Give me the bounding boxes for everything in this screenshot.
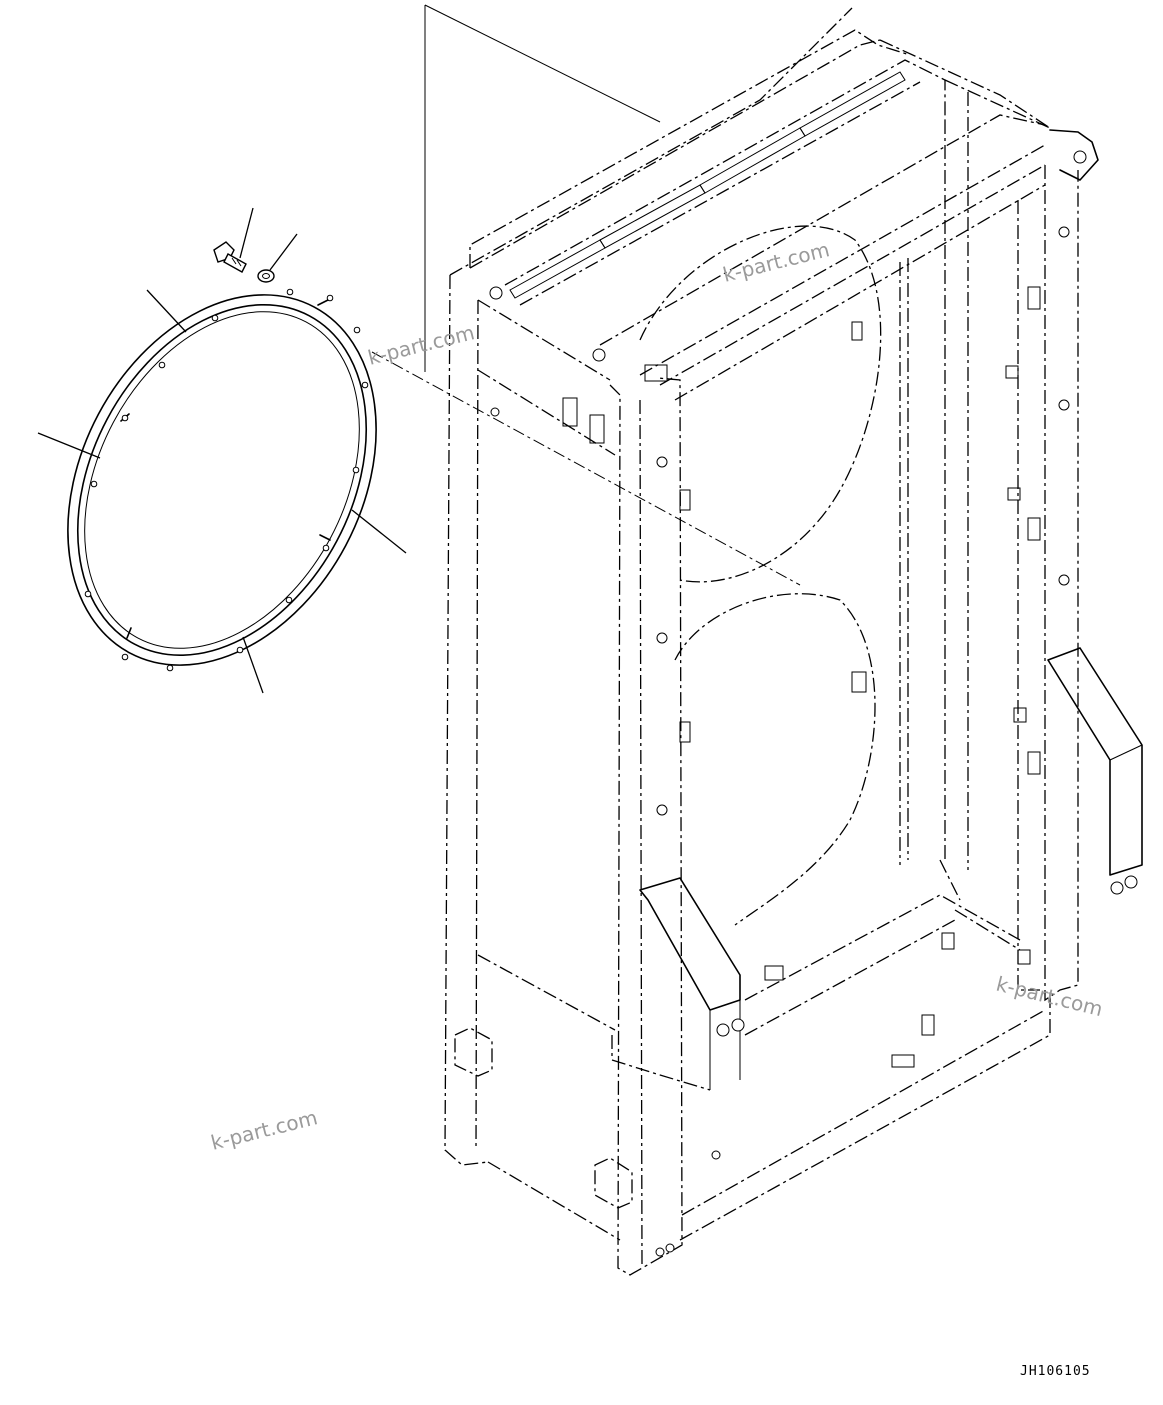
- part-code-label: JH106105: [1020, 1364, 1091, 1379]
- washer-icon: [257, 269, 275, 283]
- watermark-4: k-part.com: [208, 1105, 319, 1155]
- top-grille: [509, 71, 906, 299]
- bolt-icon: [213, 241, 247, 273]
- radiator-guard-frame: [444, 7, 1143, 1276]
- ring-bolt-holes: [84, 288, 369, 672]
- projection-lines: [371, 4, 801, 586]
- watermark-1: k-part.com: [720, 237, 831, 287]
- watermark-2: k-part.com: [365, 320, 476, 370]
- frame-bolt-holes: [489, 226, 1070, 1257]
- leader-lines: [37, 207, 407, 694]
- frame-clips: [562, 286, 1041, 1068]
- fan-shroud-ring: [67, 288, 377, 672]
- watermarks: k-part.com k-part.com k-part.com k-part.…: [208, 237, 1105, 1155]
